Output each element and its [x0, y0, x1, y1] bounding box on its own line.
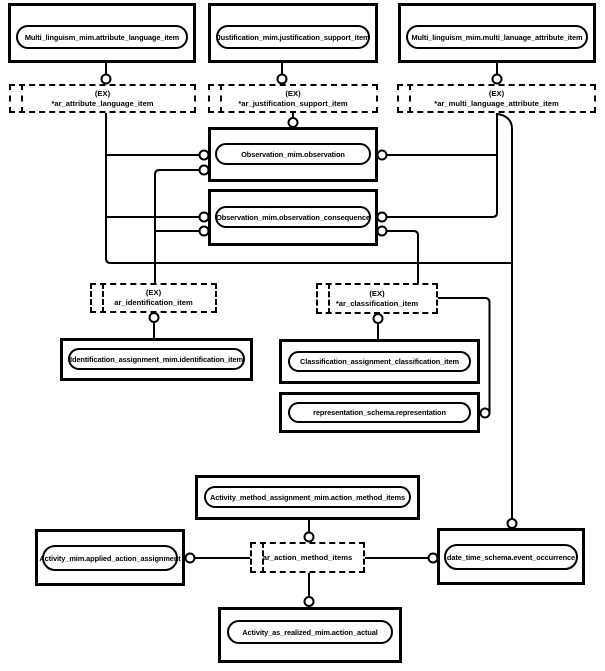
connector-circle	[479, 407, 491, 419]
entity-label: Identification_assignment_mim.identifica…	[70, 354, 243, 364]
entity-observation: Observation_mim.observation	[208, 127, 378, 182]
select-label: ar_identification_item	[114, 298, 193, 307]
ex-marker: (EX)	[145, 288, 162, 297]
connector-circle	[506, 518, 518, 529]
select-label: *ar_attribute_language_item	[51, 98, 154, 108]
connector-circle	[100, 73, 112, 85]
connector-circle	[376, 225, 388, 237]
connector-circle	[303, 531, 315, 543]
entity-representation-stadium: representation_schema.representation	[288, 402, 471, 423]
connector-circle	[376, 149, 388, 161]
entity-action-method-items-stadium: Activity_method_assignment_mim.action_me…	[204, 486, 411, 508]
entity-label: representation_schema.representation	[313, 408, 446, 417]
entity-label: Observation_mim.observation	[241, 149, 345, 159]
entity-classification-item: Classification_assignment_classification…	[279, 339, 480, 384]
connector-line	[154, 169, 200, 283]
select-label: ar_action_method_items	[262, 552, 353, 562]
entity-representation: representation_schema.representation	[279, 392, 480, 433]
entity-event-occurrence-stadium: date_time_schema.event_occurrence	[444, 544, 578, 570]
ex-marker: (EX)	[94, 88, 111, 98]
entity-multi-language-attribute-item: Multi_linguism_mim.multi_lanuage_attribu…	[398, 3, 596, 63]
entity-label: Observation_mim.observation_consequence	[216, 212, 370, 222]
entity-attribute-language-item-stadium: Multi_linguism_mim.attribute_language_it…	[16, 25, 188, 49]
entity-event-occurrence: date_time_schema.event_occurrence	[437, 528, 585, 585]
connector-circle	[303, 596, 315, 607]
select-label: *ar_justification_support_item	[238, 98, 348, 108]
entity-action-actual-stadium: Activity_as_realized_mim.action_actual	[227, 620, 393, 644]
connector-circle	[148, 312, 160, 323]
entity-classification-item-stadium: Classification_assignment_classification…	[288, 351, 471, 372]
ex-marker: (EX)	[488, 88, 505, 98]
select-ar-justification-support-item: (EX) *ar_justification_support_item	[208, 84, 378, 113]
select-ar-action-method-items: ar_action_method_items	[250, 542, 365, 573]
connector-circle	[372, 313, 384, 324]
select-box-divider	[409, 84, 411, 113]
select-label: *ar_classification_item	[335, 298, 419, 308]
entity-multi-language-attribute-item-stadium: Multi_linguism_mim.multi_lanuage_attribu…	[406, 25, 588, 49]
entity-label: Activity_as_realized_mim.action_actual	[242, 627, 378, 637]
select-ar-multi-language-attribute-item: (EX) *ar_multi_language_attribute_item	[397, 84, 596, 113]
entity-observation-consequence: Observation_mim.observation_consequence	[208, 189, 378, 246]
select-label: *ar_multi_language_attribute_item	[434, 98, 559, 108]
entity-justification-support-item: Justification_mim.justification_support_…	[208, 3, 378, 63]
entity-label: Classification_assignment_classification…	[300, 357, 459, 366]
entity-attribute-language-item: Multi_linguism_mim.attribute_language_it…	[8, 3, 196, 63]
select-box-divider	[102, 283, 104, 313]
connector-line	[496, 113, 513, 519]
connector-circle	[376, 211, 388, 223]
select-ar-attribute-language-item: (EX) *ar_attribute_language_item	[9, 84, 196, 113]
select-box-divider	[262, 542, 264, 573]
connector-line	[386, 230, 419, 283]
select-box-divider	[220, 84, 222, 113]
ex-marker: (EX)	[285, 88, 301, 98]
connector-circle	[491, 73, 503, 85]
entity-label: Justification_mim.justification_support_…	[216, 32, 370, 42]
entity-action-actual: Activity_as_realized_mim.action_actual	[218, 607, 402, 663]
ex-marker: (EX)	[369, 288, 385, 298]
entity-applied-action-assignment: Activity_mim.applied_action_assignment	[35, 529, 185, 586]
entity-identification-item: Identification_assignment_mim.identifica…	[60, 338, 253, 381]
entity-label: date_time_schema.event_occurrence	[446, 552, 576, 562]
select-box-divider	[328, 283, 330, 314]
entity-label: Multi_linguism_mim.attribute_language_it…	[24, 32, 180, 42]
connector-circle	[184, 552, 196, 564]
connector-circle	[287, 117, 299, 128]
entity-label: Activity_mim.applied_action_assignment	[39, 553, 181, 563]
connector-circle	[276, 73, 288, 85]
select-ar-classification-item: (EX) *ar_classification_item	[316, 283, 438, 314]
entity-observation-stadium: Observation_mim.observation	[215, 143, 371, 165]
connector-line	[386, 113, 498, 218]
select-box-divider	[21, 84, 23, 113]
entity-applied-action-assignment-stadium: Activity_mim.applied_action_assignment	[39, 545, 181, 571]
entity-action-method-items: Activity_method_assignment_mim.action_me…	[195, 475, 420, 520]
entity-identification-item-stadium: Identification_assignment_mim.identifica…	[68, 348, 245, 370]
select-ar-identification-item: (EX) ar_identification_item	[90, 283, 217, 313]
entity-observation-consequence-stadium: Observation_mim.observation_consequence	[215, 206, 371, 228]
entity-label: Activity_method_assignment_mim.action_me…	[209, 492, 405, 502]
entity-label: Multi_linguism_mim.multi_lanuage_attribu…	[411, 32, 583, 42]
entity-justification-support-item-stadium: Justification_mim.justification_support_…	[216, 25, 370, 49]
